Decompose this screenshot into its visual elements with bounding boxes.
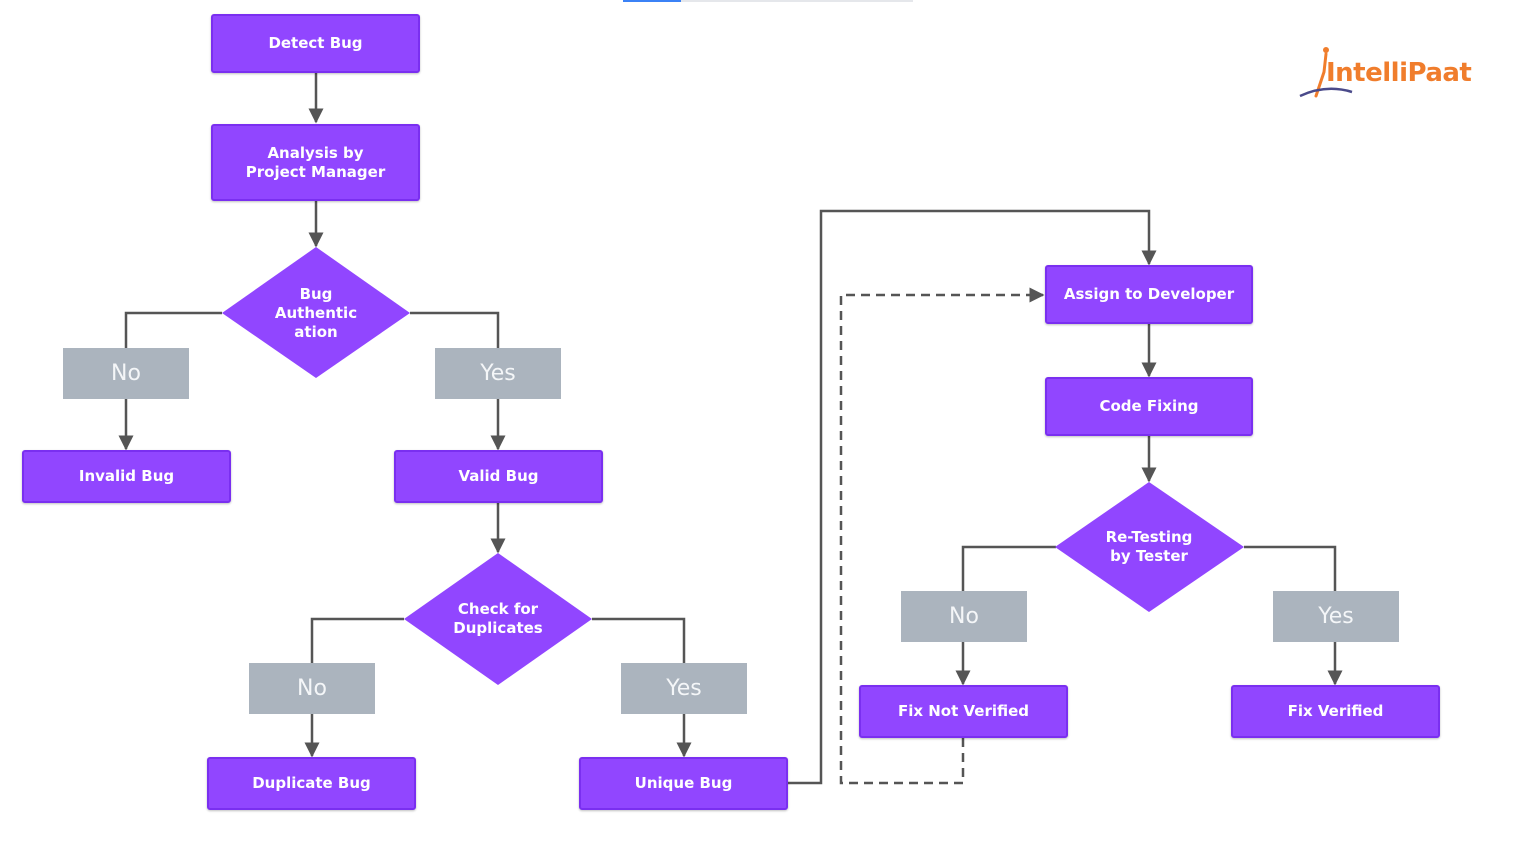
connector-dup-no	[310, 617, 404, 663]
connector-auth-no	[124, 311, 222, 348]
node-valid-bug: Valid Bug	[394, 450, 603, 503]
label-dup-yes: Yes	[621, 663, 747, 714]
node-fix-verified: Fix Verified	[1231, 685, 1440, 738]
node-analysis-pm: Analysis by Project Manager	[211, 124, 420, 201]
top-tab-track	[681, 0, 913, 2]
connector-retest-yes	[1244, 545, 1337, 591]
decision-check-duplicates	[404, 553, 592, 685]
decision-check-duplicates-label: Check for Duplicates	[453, 600, 543, 637]
node-duplicate-bug: Duplicate Bug	[207, 757, 416, 810]
node-assign-developer: Assign to Developer	[1045, 265, 1253, 324]
decision-bug-authentication-label: Bug Authentic ation	[274, 284, 358, 341]
label-retest-no: No	[901, 591, 1027, 642]
label-retest-yes: Yes	[1273, 591, 1399, 642]
connector-unique-assign	[788, 209, 1157, 785]
label-auth-yes: Yes	[435, 348, 561, 399]
node-unique-bug: Unique Bug	[579, 757, 788, 810]
logo-figure-icon	[1299, 47, 1353, 98]
decision-retesting	[1055, 482, 1244, 612]
connector-retest-no	[961, 545, 1056, 591]
decision-retesting-label: Re-Testing by Tester	[1105, 528, 1193, 565]
top-tab-indicator	[623, 0, 681, 2]
node-detect-bug: Detect Bug	[211, 14, 420, 73]
node-code-fixing: Code Fixing	[1045, 377, 1253, 436]
logo-wordmark: IntelliPaat	[1326, 58, 1472, 88]
connector-auth-yes	[410, 311, 500, 348]
node-invalid-bug: Invalid Bug	[22, 450, 231, 503]
label-auth-no: No	[63, 348, 189, 399]
decision-bug-authentication	[222, 247, 410, 378]
connector-notverified-assign-loop	[839, 287, 1045, 785]
connector-dup-yes	[592, 617, 686, 663]
node-fix-not-verified: Fix Not Verified	[859, 685, 1068, 738]
intellipaat-logo: IntelliPaat	[1296, 44, 1472, 104]
label-dup-no: No	[249, 663, 375, 714]
